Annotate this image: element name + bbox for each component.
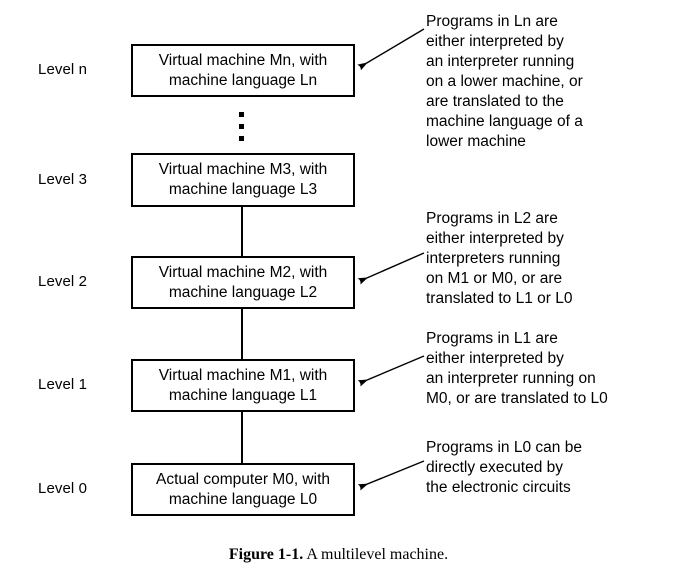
figure-caption: Figure 1-1. A multilevel machine. xyxy=(0,546,677,564)
level-label-3: Level 3 xyxy=(38,171,88,188)
machine-box-level-2-line2: machine language L2 xyxy=(168,283,318,301)
level-label-2: Level 2 xyxy=(38,273,88,290)
machine-box-level-n-line1: Virtual machine Mn, with xyxy=(158,51,328,69)
machine-box-level-3-line2: machine language L3 xyxy=(168,181,318,198)
ellipsis-dot xyxy=(239,124,244,129)
machine-box-level-3-line1: Virtual machine M3, with xyxy=(158,161,328,178)
machine-box-level-n-line2: machine language Ln xyxy=(168,71,318,89)
vertical-ellipsis-icon xyxy=(239,112,244,141)
machine-box-level-0: Actual computer M0, with machine languag… xyxy=(131,463,355,516)
arrow-to-level-n-box xyxy=(357,28,425,71)
machine-box-level-0-line2: machine language L0 xyxy=(168,490,318,508)
machine-box-level-n: Virtual machine Mn, with machine languag… xyxy=(131,44,355,97)
figure-caption-text: A multilevel machine. xyxy=(306,546,449,563)
figure-caption-label: Figure 1-1. xyxy=(228,546,304,563)
machine-box-level-1-line2: machine language L1 xyxy=(168,386,318,404)
connector-level3-to-level2 xyxy=(241,207,243,256)
connector-level1-to-level0 xyxy=(241,411,243,463)
ellipsis-dot xyxy=(239,112,244,117)
level-label-n: Level n xyxy=(38,61,88,78)
annotation-note-level-0: Programs in L0 can be directly executed … xyxy=(426,439,582,496)
annotation-note-level-1: Programs in L1 are either interpreted by… xyxy=(426,330,608,407)
machine-box-level-3: Virtual machine M3, with machine languag… xyxy=(131,153,355,207)
level-label-1: Level 1 xyxy=(38,376,88,393)
machine-box-level-2-line1: Virtual machine M2, with xyxy=(158,263,328,281)
machine-box-level-2: Virtual machine M2, with machine languag… xyxy=(131,256,355,309)
annotation-note-level-2: Programs in L2 are either interpreted by… xyxy=(426,210,573,307)
level-label-0: Level 0 xyxy=(38,480,88,497)
machine-box-level-1-line1: Virtual machine M1, with xyxy=(158,366,328,384)
arrow-to-level-0-box xyxy=(357,460,425,491)
connector-level2-to-level1 xyxy=(241,308,243,359)
arrow-to-level-1-box xyxy=(357,355,425,387)
annotation-note-level-n: Programs in Ln are either interpreted by… xyxy=(426,13,583,150)
machine-box-level-0-line1: Actual computer M0, with xyxy=(155,470,330,488)
machine-box-level-1: Virtual machine M1, with machine languag… xyxy=(131,359,355,412)
arrow-to-level-2-box xyxy=(357,252,425,285)
ellipsis-dot xyxy=(239,136,244,141)
